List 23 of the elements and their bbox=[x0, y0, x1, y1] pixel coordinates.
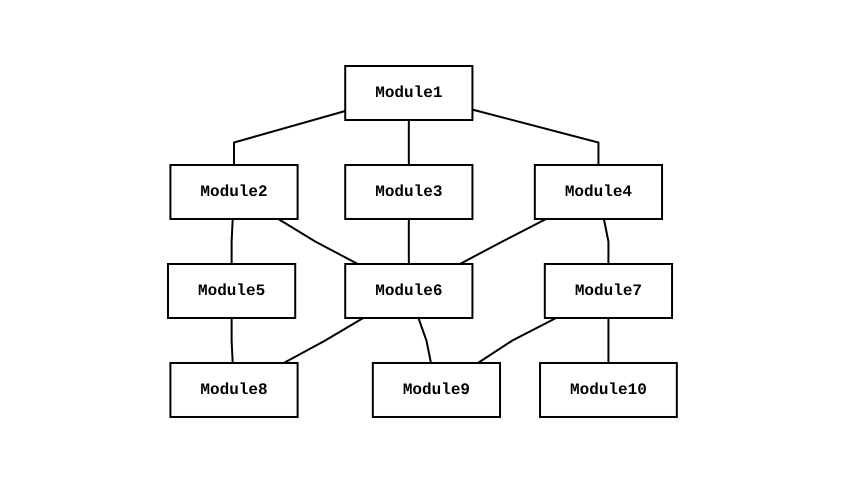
node-box: Module7 bbox=[543, 263, 673, 319]
node-box: Module8 bbox=[168, 362, 298, 418]
connector bbox=[230, 218, 234, 264]
node-box: Module1 bbox=[344, 65, 473, 121]
connector bbox=[232, 110, 346, 165]
connector bbox=[277, 218, 358, 265]
node-box: Module3 bbox=[344, 164, 473, 220]
connector bbox=[607, 318, 609, 363]
connector bbox=[407, 219, 410, 264]
node-box: Module9 bbox=[371, 362, 501, 418]
connector bbox=[230, 318, 234, 364]
node-box: Module6 bbox=[344, 263, 473, 319]
connector bbox=[407, 120, 410, 165]
connector bbox=[459, 218, 546, 265]
connector bbox=[602, 218, 609, 264]
connector bbox=[417, 318, 432, 364]
node-box: Module2 bbox=[168, 164, 298, 220]
node-box: Module4 bbox=[533, 164, 663, 220]
node-box: Module10 bbox=[538, 362, 678, 418]
connector bbox=[476, 317, 556, 364]
connector bbox=[282, 317, 364, 364]
node-box: Module5 bbox=[166, 263, 296, 319]
connector bbox=[472, 108, 599, 165]
